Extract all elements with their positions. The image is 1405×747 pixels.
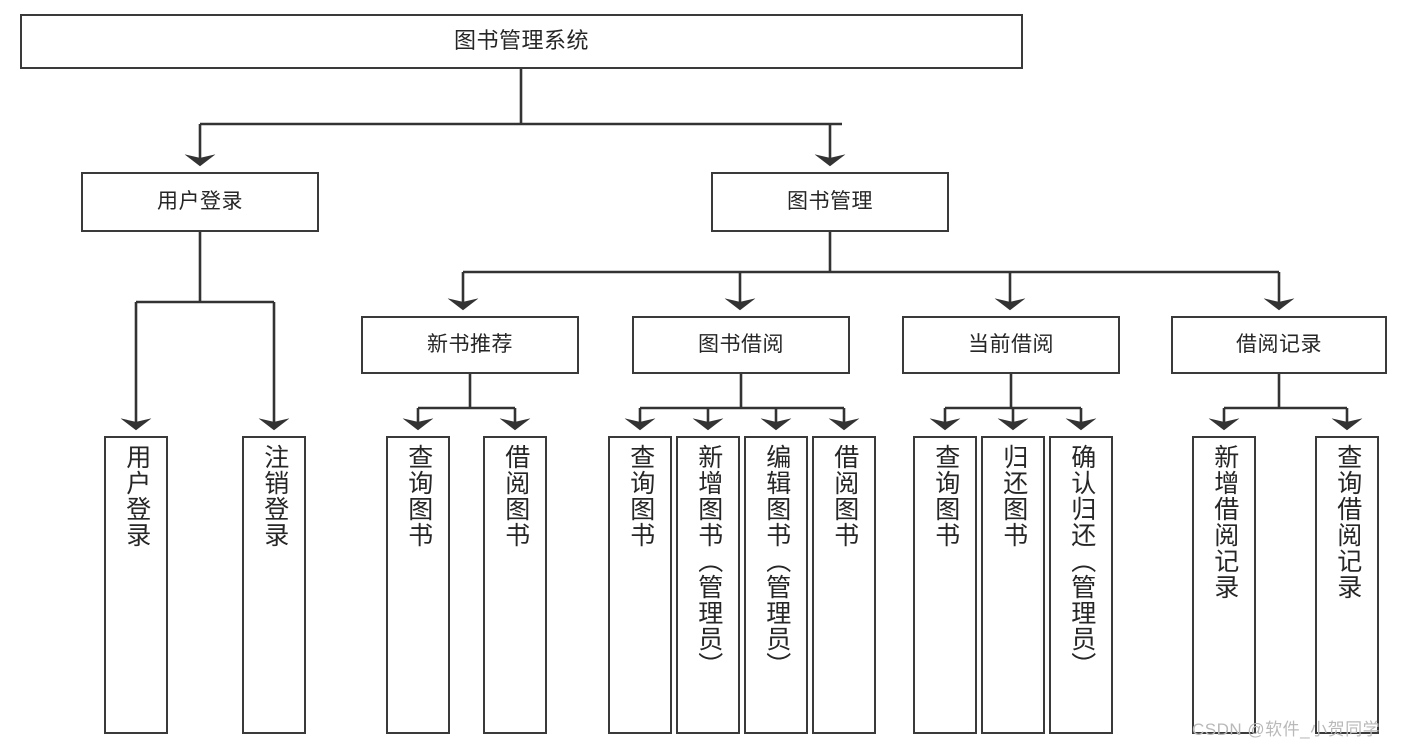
leaf-add-book-admin[interactable]: 新增图书（管理员） (676, 436, 740, 734)
leaf-query-book-rec-label: 查询图书 (404, 444, 433, 548)
node-book-borrow[interactable]: 图书借阅 (632, 316, 850, 374)
leaf-query-book-rec[interactable]: 查询图书 (386, 436, 450, 734)
leaf-query-book-current[interactable]: 查询图书 (913, 436, 977, 734)
node-book-manage-label: 图书管理 (787, 190, 873, 214)
leaf-confirm-return-admin[interactable]: 确认归还（管理员） (1049, 436, 1113, 734)
node-current-borrow[interactable]: 当前借阅 (902, 316, 1120, 374)
node-book-manage[interactable]: 图书管理 (711, 172, 949, 232)
leaf-user-login-label: 用户登录 (122, 444, 151, 548)
leaf-borrow-book-label: 借阅图书 (830, 444, 859, 548)
leaf-confirm-return-admin-label: 确认归还（管理员） (1067, 444, 1096, 678)
leaf-add-borrow-record[interactable]: 新增借阅记录 (1192, 436, 1256, 734)
node-user-login[interactable]: 用户登录 (81, 172, 319, 232)
leaf-user-login[interactable]: 用户登录 (104, 436, 168, 734)
node-root-label: 图书管理系统 (453, 28, 589, 54)
node-root[interactable]: 图书管理系统 (20, 14, 1023, 69)
leaf-query-book-current-label: 查询图书 (931, 444, 960, 548)
leaf-query-borrow-record-label: 查询借阅记录 (1333, 444, 1362, 600)
leaf-query-borrow-record[interactable]: 查询借阅记录 (1315, 436, 1379, 734)
leaf-borrow-book[interactable]: 借阅图书 (812, 436, 876, 734)
node-user-login-label: 用户登录 (157, 190, 243, 214)
leaf-user-logout[interactable]: 注销登录 (242, 436, 306, 734)
leaf-return-book-label: 归还图书 (999, 444, 1028, 548)
leaf-borrow-book-rec-label: 借阅图书 (501, 444, 530, 548)
csdn-watermark: CSDN @软件_小贺同学 (1192, 720, 1381, 739)
node-new-book-rec[interactable]: 新书推荐 (361, 316, 579, 374)
leaf-query-book-borrow[interactable]: 查询图书 (608, 436, 672, 734)
leaf-edit-book-admin-label: 编辑图书（管理员） (762, 444, 791, 678)
node-borrow-record[interactable]: 借阅记录 (1171, 316, 1387, 374)
node-new-book-rec-label: 新书推荐 (427, 333, 513, 357)
leaf-add-book-admin-label: 新增图书（管理员） (694, 444, 723, 678)
leaf-user-logout-label: 注销登录 (260, 444, 289, 548)
leaf-borrow-book-rec[interactable]: 借阅图书 (483, 436, 547, 734)
leaf-add-borrow-record-label: 新增借阅记录 (1210, 444, 1239, 600)
node-book-borrow-label: 图书借阅 (698, 333, 784, 357)
leaf-edit-book-admin[interactable]: 编辑图书（管理员） (744, 436, 808, 734)
node-borrow-record-label: 借阅记录 (1236, 333, 1322, 357)
leaf-return-book[interactable]: 归还图书 (981, 436, 1045, 734)
leaf-query-book-borrow-label: 查询图书 (626, 444, 655, 548)
node-current-borrow-label: 当前借阅 (968, 333, 1054, 357)
